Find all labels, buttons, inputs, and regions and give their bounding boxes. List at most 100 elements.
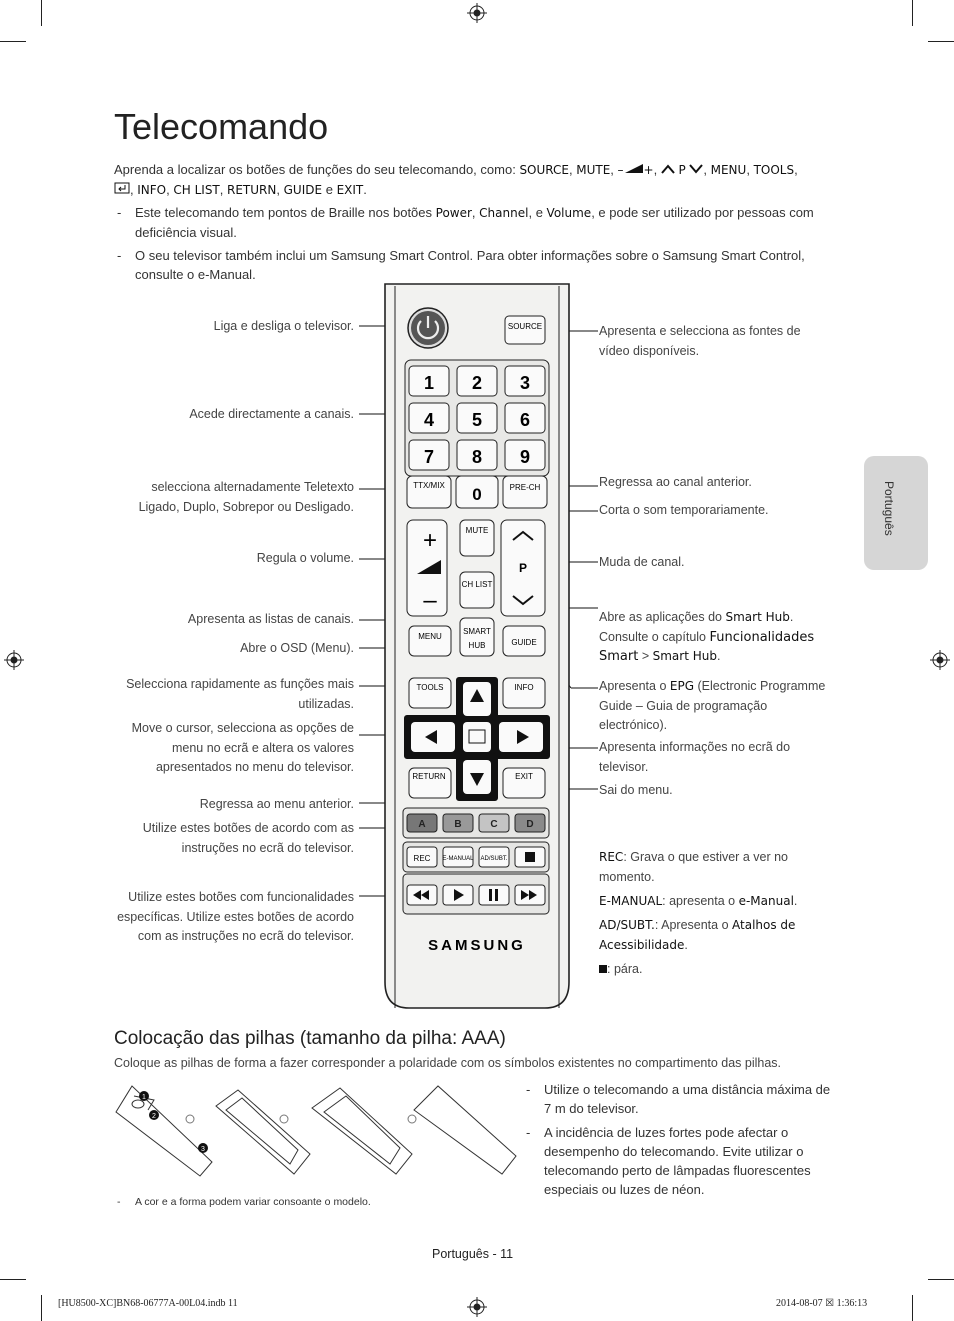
label-channel: Muda de canal.: [599, 555, 685, 569]
return-button-label: RETURN: [412, 772, 446, 781]
color-button-label: A: [418, 819, 425, 830]
tools-button-label: TOOLS: [417, 683, 444, 692]
digit-8: 8: [472, 447, 482, 467]
battery-heading: Colocação das pilhas (tamanho da pilha: …: [114, 1028, 506, 1049]
label-menu: Abre o OSD (Menu).: [240, 641, 354, 655]
label-media: Utilize estes botões com funcionalidades…: [117, 890, 354, 943]
color-button-label: D: [526, 819, 533, 830]
adsubt-button-label: AD/SUBT.: [480, 856, 507, 862]
prech-button-label: PRE-CH: [510, 483, 541, 492]
smart-hub-label-1: SMART: [463, 627, 491, 636]
digit-button: [456, 365, 498, 397]
registration-mark-icon: [4, 650, 24, 670]
svg-text:–: –: [423, 587, 437, 614]
pause-icon: [489, 889, 492, 901]
label-prech: Regressa ao canal anterior.: [599, 475, 752, 489]
label-return: Regressa ao menu anterior.: [199, 797, 354, 811]
color-button-label: B: [454, 819, 461, 830]
step-3: 3: [201, 1146, 205, 1153]
registration-mark-icon: [467, 3, 487, 23]
digit-button: [456, 402, 498, 434]
arrow-right-icon: [517, 730, 529, 744]
battery-instructions: Coloque as pilhas de forma a fazer corre…: [114, 1056, 782, 1070]
power-icon: [416, 320, 440, 340]
language-tab: Português: [864, 456, 928, 570]
color-button-b: [442, 813, 474, 833]
digit-0: 0: [472, 485, 481, 504]
label-exit: Sai do menu.: [599, 783, 673, 797]
rec-button-label: REC: [414, 854, 431, 863]
label-numbers: Acede directamente a canais.: [189, 407, 354, 421]
registration-mark-icon: [930, 650, 950, 670]
label-chlist: Apresenta as listas de canais.: [187, 612, 354, 626]
label-source: Apresenta e selecciona as fontes de víde…: [599, 324, 801, 358]
svg-text:+: +: [423, 527, 437, 554]
chevron-down-icon: [689, 164, 704, 174]
braille-note: - Este telecomando tem pontos de Braille…: [117, 205, 814, 240]
label-guide: Apresenta o EPG (Electronic Programme Gu…: [599, 679, 826, 732]
emanual-button-label: E-MANUAL: [442, 856, 474, 862]
digit-button: [456, 439, 498, 471]
color-button-d: [514, 813, 546, 833]
chlist-button-label: CH LIST: [462, 580, 493, 589]
color-button-a: [406, 813, 438, 833]
mute-button-label: MUTE: [466, 526, 489, 535]
label-smart-hub: Abre as aplicações do Smart Hub. Consult…: [599, 610, 815, 664]
label-rec: REC: Grava o que estiver a ver no moment…: [599, 850, 788, 884]
label-cursor: Move o cursor, selecciona as opções de m…: [131, 721, 354, 774]
page-number: Português - 11: [432, 1247, 514, 1261]
digit-2: 2: [472, 373, 482, 393]
digit-1: 1: [424, 373, 434, 393]
digit-3: 3: [520, 373, 530, 393]
enter-icon: [114, 182, 130, 194]
page-title: Telecomando: [114, 106, 329, 147]
digit-button: [504, 402, 546, 434]
digit-7: 7: [424, 447, 434, 467]
rewind-icon: [413, 890, 429, 900]
digit-6: 6: [520, 410, 530, 430]
brand-logo: SAMSUNG: [428, 937, 526, 954]
stop-icon: [599, 965, 607, 973]
registration-mark-icon: [467, 1297, 487, 1317]
footer-file: [HU8500-XC]BN68-06777A-00L04.indb 11: [58, 1298, 238, 1309]
menu-button-label: MENU: [418, 632, 442, 641]
color-button-label: C: [490, 819, 497, 830]
info-button-label: INFO: [514, 683, 533, 692]
step-1: 1: [142, 1094, 146, 1101]
step-2: 2: [152, 1113, 156, 1120]
chevron-up-icon: [512, 530, 534, 541]
arrow-down-icon: [470, 773, 484, 786]
label-info: Apresenta informações no ecrã do televis…: [599, 740, 791, 774]
play-icon: [454, 889, 464, 901]
source-button-label: SOURCE: [508, 322, 542, 331]
digit-button: [408, 439, 450, 471]
label-color: Utilize estes botões de acordo com as in…: [142, 821, 354, 855]
digit-5: 5: [472, 410, 482, 430]
channel-p-label: P: [519, 561, 527, 575]
volume-wedge-icon: [417, 560, 441, 574]
label-volume: Regula o volume.: [256, 551, 354, 565]
digit-button: [504, 365, 546, 397]
guide-button-label: GUIDE: [511, 638, 536, 647]
digit-4: 4: [424, 410, 434, 430]
digit-button: [408, 365, 450, 397]
battery-insertion-illustration: 1 2 3: [115, 1085, 517, 1177]
color-button-c: [478, 813, 510, 833]
enter-icon: [468, 729, 486, 744]
label-mute: Corta o som temporariamente.: [599, 503, 769, 517]
label-emanual: E-MANUAL: apresenta o e-Manual.: [599, 894, 798, 908]
arrow-left-icon: [425, 730, 437, 744]
label-ttx: selecciona alternadamente Teletexto Liga…: [138, 480, 354, 514]
volume-wedge-icon: [624, 164, 643, 173]
arrow-up-icon: [470, 689, 484, 702]
label-tools: Selecciona rapidamente as funções mais u…: [126, 677, 354, 711]
digit-button: [408, 402, 450, 434]
label-adsubt: AD/SUBT.: Apresenta o Atalhos de Acessib…: [599, 918, 796, 952]
label-power: Liga e desliga o televisor.: [213, 319, 354, 333]
fast-forward-icon: [521, 890, 537, 900]
label-stop: : pára.: [599, 960, 831, 980]
footer-date: 2014-08-07 ☒ 1:36:13: [776, 1298, 868, 1309]
digit-button: [504, 439, 546, 471]
intro-paragraph: Aprenda a localizar os botões de funções…: [114, 162, 798, 197]
